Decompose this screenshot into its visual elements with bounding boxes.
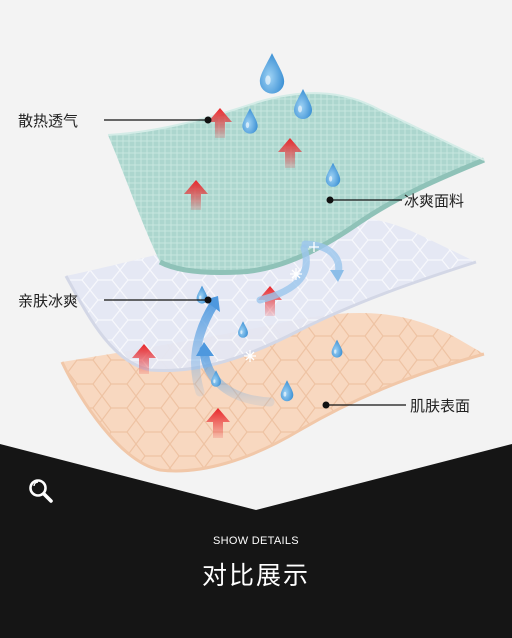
water-drop-icon — [259, 53, 285, 94]
snowflake-icon — [244, 350, 256, 362]
leader-line-skin-cool — [104, 296, 212, 304]
airflow-arrow-icon — [256, 244, 310, 304]
label-skin-cool: 亲肤冰爽 — [18, 292, 79, 310]
section-title: 对比展示 — [201, 561, 310, 590]
leader-line-cool-fabric — [326, 196, 402, 204]
snowflake-icon — [309, 242, 319, 252]
label-breathable: 散热透气 — [18, 112, 79, 130]
leader-line-skin-surface — [322, 401, 406, 409]
label-cool-fabric: 冰爽面料 — [404, 192, 465, 210]
label-skin-surface: 肌肤表面 — [410, 397, 471, 415]
snowflake-icon — [290, 268, 302, 280]
leader-line-breathable — [104, 116, 212, 124]
section-subtitle: SHOW DETAILS — [213, 535, 299, 547]
footer-band — [0, 444, 512, 638]
airflow-arrow-icon — [196, 342, 275, 407]
magnifier-icon — [29, 479, 53, 503]
top-mesh-layer — [107, 92, 485, 275]
airflow-arrow-icon — [301, 240, 344, 282]
